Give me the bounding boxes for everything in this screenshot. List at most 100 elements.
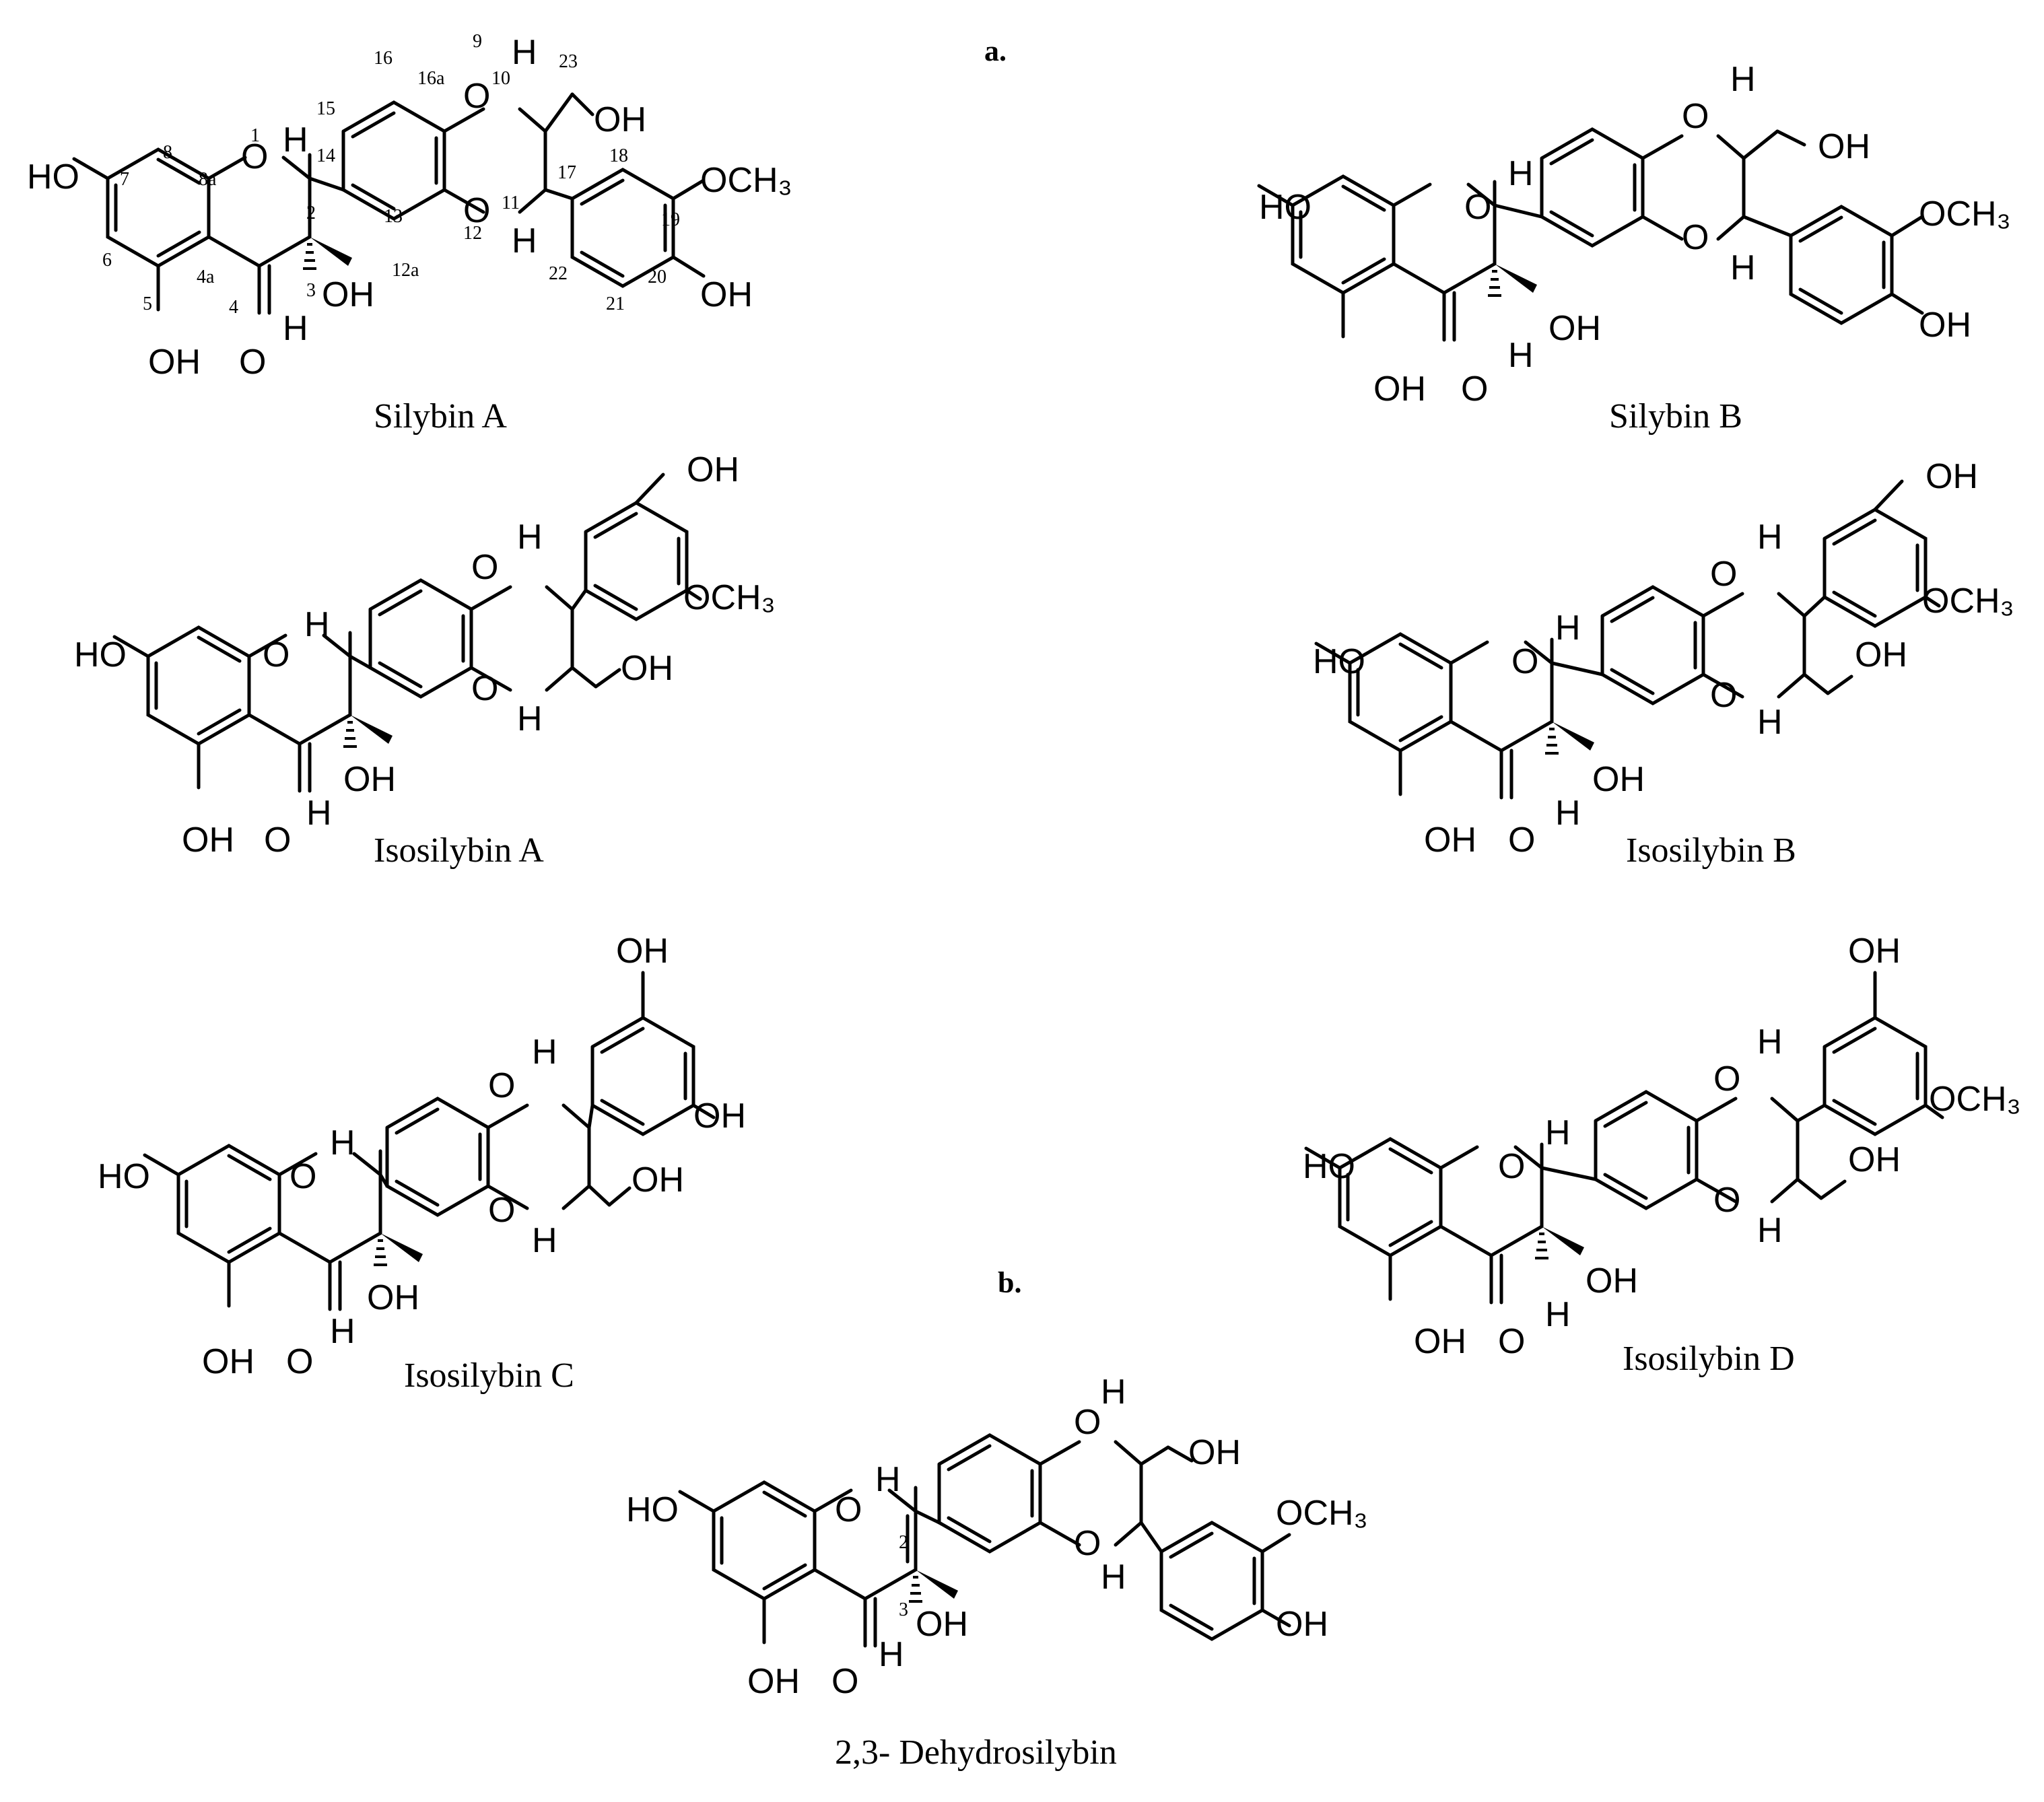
structure-isosilybin-a: HO O H OH H OH O O O H H OH OH OCH₃ Isos… xyxy=(74,450,776,870)
label-h: H xyxy=(330,1312,355,1351)
label-oh: OH xyxy=(1276,1605,1328,1644)
label-oh: OH xyxy=(1926,457,1978,496)
label-o: O xyxy=(1074,1403,1101,1442)
label-h: H xyxy=(532,1221,557,1260)
caption-isosilybin-c: Isosilybin C xyxy=(404,1356,574,1395)
num-9: 9 xyxy=(473,31,482,52)
label-oh: OH xyxy=(1592,760,1645,799)
label-oh: OH xyxy=(1414,1322,1466,1361)
num-10: 10 xyxy=(491,68,510,89)
label-h: H xyxy=(1757,1211,1783,1250)
label-h: H xyxy=(1757,518,1783,557)
label-oh: OH xyxy=(747,1662,800,1701)
label-h: H xyxy=(330,1123,355,1163)
panel-label-b: b. xyxy=(998,1266,1021,1299)
label-oh: OH xyxy=(1424,821,1476,860)
label-ho: HO xyxy=(626,1490,679,1529)
label-oh: OH xyxy=(1848,932,1901,971)
label-h11: H xyxy=(512,221,537,261)
num-7: 7 xyxy=(120,169,129,190)
structure-isosilybin-c: HO O H OH H OH O O O H H OH OH OH Isosil… xyxy=(98,932,746,1395)
label-o: O xyxy=(1713,1060,1740,1099)
label-h: H xyxy=(306,794,332,833)
label-oh: OH xyxy=(367,1278,419,1317)
num-1: 1 xyxy=(250,125,260,146)
label-o: O xyxy=(488,1191,515,1230)
label-h: H xyxy=(1508,336,1534,375)
label-o: O xyxy=(488,1066,515,1105)
caption-silybin-b: Silybin B xyxy=(1609,397,1742,436)
num-5: 5 xyxy=(143,293,152,314)
caption-isosilybin-b: Isosilybin B xyxy=(1626,831,1796,870)
label-oh: OH xyxy=(1188,1433,1241,1472)
label-oh: OH xyxy=(202,1342,254,1381)
label-oh: OH xyxy=(916,1605,968,1644)
label-o: O xyxy=(1074,1524,1101,1563)
label-oh: OH xyxy=(616,932,669,971)
label-o4: O xyxy=(239,343,266,382)
label-och3: OCH₃ xyxy=(1919,195,2011,234)
num-3: 3 xyxy=(306,280,316,301)
caption-isosilybin-a: Isosilybin A xyxy=(374,831,544,870)
label-oh: OH xyxy=(1818,127,1870,166)
label-oh: OH xyxy=(621,649,673,688)
num-12: 12 xyxy=(463,223,482,244)
num-21: 21 xyxy=(606,293,625,314)
label-och3: OCH₃ xyxy=(1929,1080,2021,1119)
label-h: H xyxy=(1545,1113,1571,1152)
label-ho: HO xyxy=(1303,1147,1355,1186)
label-h: H xyxy=(1730,60,1756,99)
label-h: H xyxy=(1508,154,1534,193)
label-h: H xyxy=(304,605,330,644)
panel-label-a: a. xyxy=(984,34,1007,67)
label-h: H xyxy=(1101,1558,1126,1597)
label-o: O xyxy=(263,635,289,674)
label-o: O xyxy=(831,1662,858,1701)
num-15: 15 xyxy=(316,98,335,119)
label-oh-20: OH xyxy=(700,275,753,314)
label-och3: OCH₃ xyxy=(1922,582,2014,621)
label-h: H xyxy=(1757,703,1783,742)
label-h: H xyxy=(1730,248,1756,287)
num-3: 3 xyxy=(899,1599,908,1620)
num-20: 20 xyxy=(648,267,667,287)
label-o: O xyxy=(835,1490,862,1529)
label-o: O xyxy=(1508,821,1535,860)
num-16: 16 xyxy=(374,48,393,69)
label-oh: OH xyxy=(1586,1261,1638,1301)
label-o: O xyxy=(471,669,498,708)
num-8: 8 xyxy=(163,142,172,163)
label-o: O xyxy=(471,548,498,587)
num-14: 14 xyxy=(316,145,335,166)
label-o: O xyxy=(1511,642,1538,681)
caption-silybin-a: Silybin A xyxy=(374,397,507,436)
structure-isosilybin-b: HO O H OH H OH O O O H H OH OH OCH₃ Isos… xyxy=(1313,457,2014,870)
label-oh: OH xyxy=(343,760,396,799)
label-o9: O xyxy=(463,77,490,116)
label-oh: OH xyxy=(1548,309,1601,348)
label-h10: H xyxy=(512,33,537,72)
label-o12: O xyxy=(463,191,490,230)
num-8a: 8a xyxy=(199,169,217,190)
label-o: O xyxy=(1713,1181,1740,1220)
label-h: H xyxy=(879,1635,904,1674)
label-o: O xyxy=(1464,188,1491,227)
label-oh: OH xyxy=(1919,306,1971,345)
label-h: H xyxy=(517,699,543,738)
num-18: 18 xyxy=(609,145,628,166)
label-o: O xyxy=(286,1342,313,1381)
label-h: H xyxy=(1757,1023,1783,1062)
label-oh: OH xyxy=(632,1160,684,1200)
num-6: 6 xyxy=(102,250,112,271)
num-12a: 12a xyxy=(392,260,419,281)
label-ho: HO xyxy=(74,635,127,674)
num-19: 19 xyxy=(661,209,680,230)
label-ho-7: HO xyxy=(27,158,79,197)
label-oh: OH xyxy=(182,821,234,860)
label-h: H xyxy=(532,1033,557,1072)
label-h: H xyxy=(1555,794,1581,833)
label-h: H xyxy=(517,518,543,557)
num-4: 4 xyxy=(229,297,238,318)
label-ho: HO xyxy=(98,1157,150,1196)
